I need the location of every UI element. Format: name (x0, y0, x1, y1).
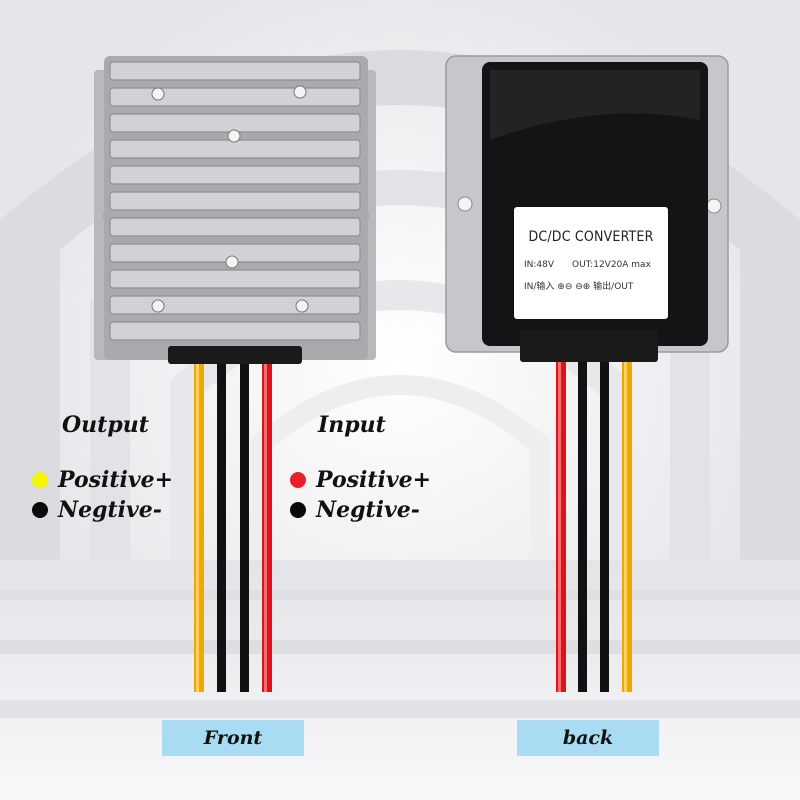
red-dot-icon (290, 472, 306, 488)
input-positive-label: Positive+ (316, 467, 432, 493)
black-dot-icon (290, 502, 306, 518)
output-negative-label: Negtive- (58, 497, 162, 523)
back-tag: back (517, 720, 659, 756)
back-wires (556, 360, 632, 692)
output-negative-legend: Negtive- (32, 497, 162, 523)
converter-label-sticker: DC/DC CONVERTER IN:48V OUT:12V20A max IN… (514, 207, 668, 319)
output-positive-legend: Positive+ (32, 467, 173, 493)
input-positive-legend: Positive+ (290, 467, 431, 493)
output-positive-label: Positive+ (58, 467, 174, 493)
input-heading: Input (318, 412, 386, 438)
sticker-title: DC/DC CONVERTER (528, 229, 654, 245)
sticker-polarity-line: IN/输入 ⊕⊖ ⊖⊕ 输出/OUT (524, 282, 634, 292)
black-dot-icon (32, 502, 48, 518)
input-negative-legend: Negtive- (290, 497, 420, 523)
front-wires (194, 360, 272, 692)
output-heading: Output (62, 412, 149, 438)
sticker-input-spec: IN:48V (524, 260, 555, 270)
input-negative-label: Negtive- (316, 497, 420, 523)
sticker-output-spec: OUT:12V20A max (572, 260, 651, 270)
yellow-dot-icon (32, 472, 48, 488)
front-tag: Front (162, 720, 304, 756)
